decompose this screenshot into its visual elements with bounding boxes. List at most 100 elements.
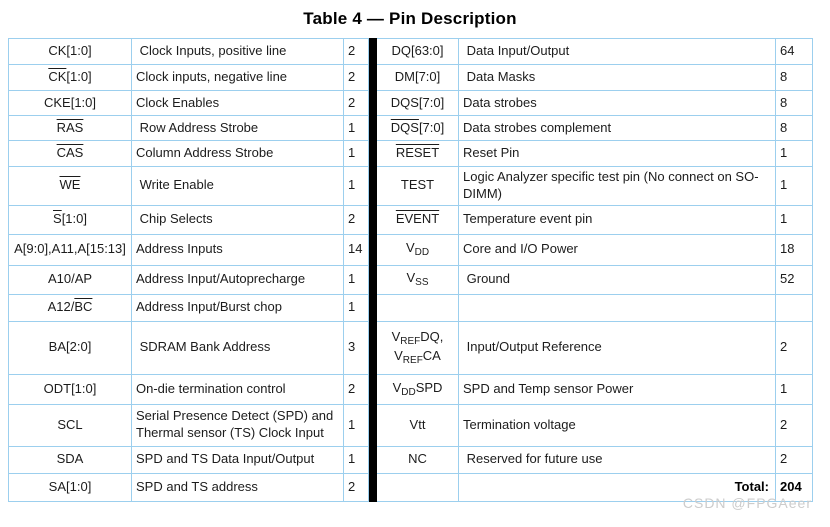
pin-text: DQ,	[420, 328, 444, 344]
pin-text: CKE[1:0]	[43, 94, 97, 110]
count-cell-right: 2	[775, 403, 813, 447]
pin-text: NC	[408, 451, 427, 467]
count-cell-left: 2	[343, 472, 369, 502]
overline-text: CK	[48, 69, 67, 85]
divider-cell	[368, 90, 377, 116]
description-cell-right: Input/Output Reference	[458, 320, 776, 375]
description-cell-left: Row Address Strobe	[131, 115, 344, 141]
description-cell-right: Data strobes complement	[458, 115, 776, 141]
count-cell-right: 8	[775, 115, 813, 141]
overline-text: WE	[59, 177, 81, 193]
count-cell-right: 64	[775, 38, 813, 65]
count-cell-left: 3	[343, 320, 369, 375]
count-cell-left: 14	[343, 233, 369, 266]
count-cell-left: 1	[343, 115, 369, 141]
divider-cell	[368, 166, 377, 206]
divider-cell	[368, 373, 377, 405]
divider-cell	[368, 293, 377, 322]
description-cell-right	[458, 293, 776, 322]
pin-cell-right	[376, 293, 459, 322]
pin-cell-right: DQS[7:0]	[376, 90, 459, 116]
description-cell-right: Temperature event pin	[458, 204, 776, 235]
pin-text: V	[406, 270, 416, 286]
pin-text: ODT[1:0]	[43, 380, 97, 396]
pin-cell-left: CK[1:0]	[8, 64, 132, 91]
divider-cell	[368, 264, 377, 295]
description-cell-right: Data Input/Output	[458, 38, 776, 65]
count-cell-left: 1	[343, 293, 369, 322]
divider-cell	[368, 320, 377, 375]
pin-text: DM[7:0]	[394, 69, 441, 85]
pin-text: DQ[63:0]	[391, 43, 444, 59]
pin-text: A10/AP	[47, 271, 93, 287]
description-cell-right: Data strobes	[458, 90, 776, 116]
description-cell-right: Total:	[458, 472, 776, 502]
overline-text: EVENT	[395, 211, 440, 227]
pin-cell-left: A10/AP	[8, 264, 132, 295]
pin-text: [1:0]	[61, 211, 87, 227]
count-cell-left: 1	[343, 140, 369, 167]
description-cell-left: On-die termination control	[131, 373, 344, 405]
count-cell-left: 2	[343, 90, 369, 116]
pin-text: CA	[422, 347, 441, 363]
divider-cell	[368, 403, 377, 447]
count-cell-left: 1	[343, 403, 369, 447]
count-cell-right: 1	[775, 166, 813, 206]
description-cell-left: Clock Enables	[131, 90, 344, 116]
pin-text: V	[394, 347, 403, 363]
pin-cell-left: SA[1:0]	[8, 472, 132, 502]
count-cell-right: 8	[775, 90, 813, 116]
pin-cell-left: CKE[1:0]	[8, 90, 132, 116]
pin-text: [1:0]	[66, 69, 92, 85]
pin-cell-left: RAS	[8, 115, 132, 141]
description-cell-right: Logic Analyzer specific test pin (No con…	[458, 166, 776, 206]
pin-text: V	[405, 240, 415, 256]
pin-text: V	[391, 328, 401, 344]
pin-cell-left: ODT[1:0]	[8, 373, 132, 405]
pin-text: [7:0]	[418, 119, 445, 135]
count-cell-right: 204	[775, 472, 813, 502]
count-cell-right: 1	[775, 204, 813, 235]
divider-cell	[368, 204, 377, 235]
description-cell-left: Clock Inputs, positive line	[131, 38, 344, 65]
overline-text: CAS	[56, 145, 84, 161]
count-cell-left: 2	[343, 64, 369, 91]
description-cell-right: Reset Pin	[458, 140, 776, 167]
count-cell-right: 18	[775, 233, 813, 266]
pin-cell-left: BA[2:0]	[8, 320, 132, 375]
divider-cell	[368, 472, 377, 502]
pin-text: V	[392, 379, 402, 395]
pin-text: SA[1:0]	[48, 478, 92, 494]
pin-cell-right: DQ[63:0]	[376, 38, 459, 65]
pin-cell-left: A[9:0],A11,A[15:13]	[8, 233, 132, 266]
count-cell-right: 1	[775, 373, 813, 405]
pin-cell-left: CK[1:0]	[8, 38, 132, 65]
overline-text: S	[53, 211, 62, 227]
description-cell-left: Address Inputs	[131, 233, 344, 266]
description-cell-left: Serial Presence Detect (SPD) and Thermal…	[131, 403, 344, 447]
description-cell-right: SPD and Temp sensor Power	[458, 373, 776, 405]
description-cell-left: Write Enable	[131, 166, 344, 206]
pin-cell-left: CAS	[8, 140, 132, 167]
description-cell-left: Column Address Strobe	[131, 140, 344, 167]
description-cell-left: Clock inputs, negative line	[131, 64, 344, 91]
description-cell-right: Reserved for future use	[458, 445, 776, 474]
pin-text: BA[2:0]	[48, 339, 92, 355]
count-cell-right	[775, 293, 813, 322]
pin-text: SPD	[415, 379, 443, 395]
description-cell-left: SPD and TS address	[131, 472, 344, 502]
count-cell-left: 1	[343, 166, 369, 206]
